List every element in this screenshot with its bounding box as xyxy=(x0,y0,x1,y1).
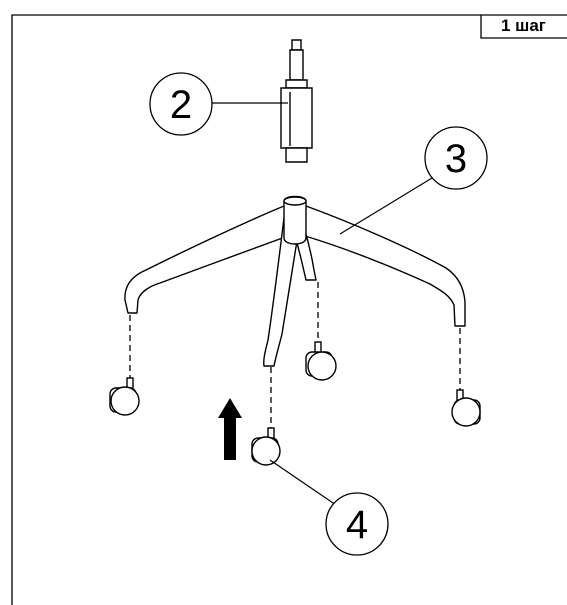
caster-front xyxy=(251,427,281,466)
callout-4: 4 xyxy=(325,492,389,556)
callout-2-label: 2 xyxy=(170,83,192,127)
callout-3-label: 3 xyxy=(445,137,467,181)
caster-left xyxy=(109,377,140,416)
callout-2: 2 xyxy=(149,72,213,136)
up-arrow-icon xyxy=(218,398,242,460)
assembly-guides xyxy=(129,282,461,430)
gas-lift-cylinder xyxy=(280,39,313,163)
callout-4-label: 4 xyxy=(346,503,368,547)
callout-leaders xyxy=(212,102,433,506)
chair-base xyxy=(124,195,466,367)
caster-right xyxy=(451,389,481,427)
step-label: 1 шаг xyxy=(501,16,546,35)
callout-3: 3 xyxy=(424,126,488,190)
diagram-frame xyxy=(11,14,567,605)
caster-back xyxy=(305,341,337,381)
